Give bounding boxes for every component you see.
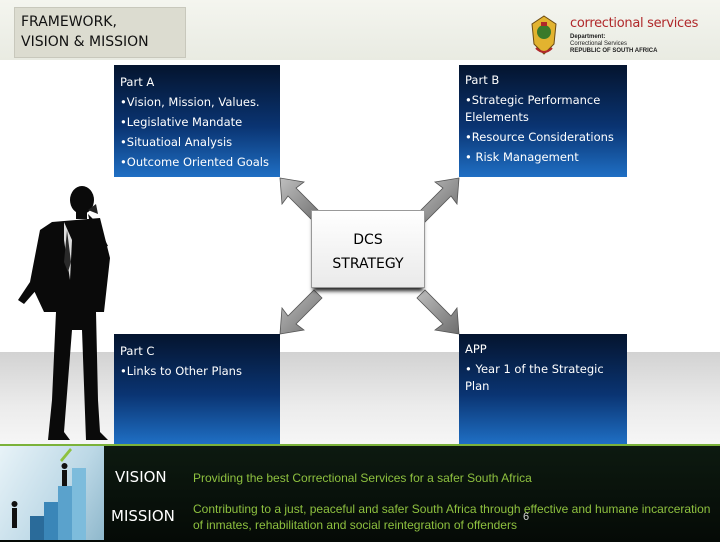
panel-part-a-item: Vision, Mission, Values.: [120, 92, 274, 112]
panel-part-b-item: Resource Considerations: [465, 129, 621, 146]
slide-number: 6: [523, 511, 530, 523]
panel-part-b-item: Risk Management: [465, 149, 621, 166]
stairs-figures-image: [11, 448, 86, 540]
coat-of-arms-icon: [531, 15, 557, 55]
businessman-phone-figure: [18, 186, 110, 440]
vision-label: VISION: [115, 468, 167, 486]
center-line1: DCS: [353, 232, 383, 248]
panel-part-a-heading: Part A: [120, 75, 155, 89]
double-arrow-icon: [279, 289, 323, 335]
vision-mission-band: [0, 444, 720, 542]
panel-app: APP Year 1 of the Strategic Plan: [459, 334, 627, 444]
center-line2: STRATEGY: [332, 256, 404, 272]
panel-part-c: Part C Links to Other Plans: [114, 334, 280, 444]
mission-label: MISSION: [111, 507, 175, 525]
panel-part-c-heading: Part C: [120, 344, 155, 358]
panel-part-a-item: Legislative Mandate: [120, 112, 274, 132]
slide-title: FRAMEWORK, VISION & MISSION: [14, 7, 186, 58]
logo-brand-text: correctional services: [570, 16, 699, 31]
panel-part-a-item: Situatioal Analysis: [120, 132, 274, 152]
panel-part-a: Part A Vision, Mission, Values. Legislat…: [114, 65, 280, 177]
slide-title-line2: VISION & MISSION: [21, 34, 149, 50]
panel-part-a-item: Outcome Oriented Goals: [120, 152, 274, 172]
vision-statement: Providing the best Correctional Services…: [193, 471, 532, 485]
panel-part-b-item: Strategic Performance Elelements: [465, 92, 621, 126]
logo-sub-name: Correctional Services: [570, 41, 628, 47]
logo-sub-department: Department:: [570, 34, 606, 40]
logo-sub-country: REPUBLIC OF SOUTH AFRICA: [570, 48, 658, 54]
panel-part-b: Part B Strategic Performance Elelements …: [459, 65, 627, 177]
mission-statement: Contributing to a just, peaceful and saf…: [193, 502, 711, 532]
panel-part-c-item: Links to Other Plans: [120, 361, 274, 381]
panel-app-heading: APP: [465, 342, 487, 356]
footer-photo: [0, 446, 104, 540]
double-arrow-icon: [416, 289, 460, 335]
dcs-logo: correctional services Department: Correc…: [522, 14, 712, 58]
panel-app-item: Year 1 of the Strategic Plan: [465, 361, 621, 395]
dcs-strategy-box: DCS STRATEGY: [311, 210, 425, 288]
slide-title-line1: FRAMEWORK,: [21, 14, 117, 30]
panel-part-b-heading: Part B: [465, 73, 500, 87]
